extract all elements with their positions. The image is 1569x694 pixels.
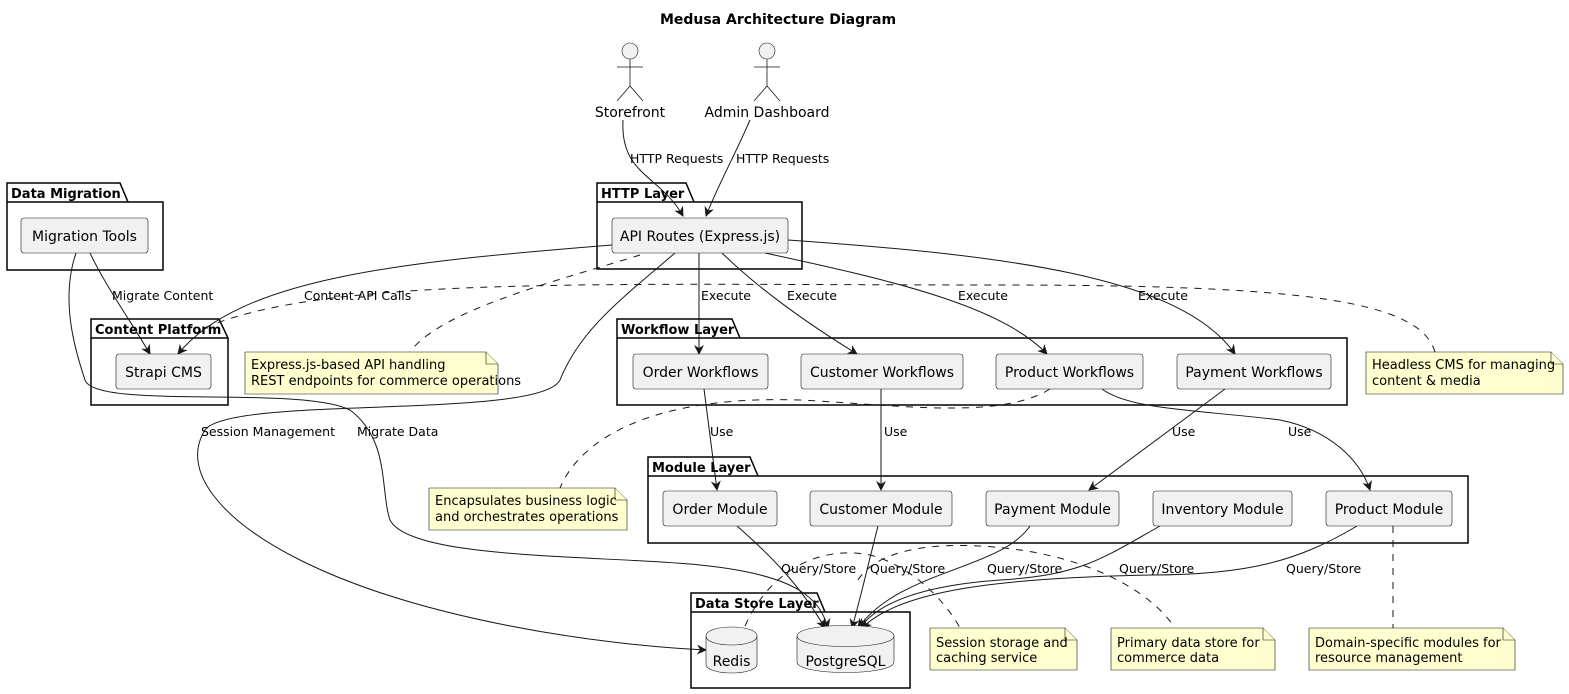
svg-text:Redis: Redis xyxy=(713,654,751,670)
svg-text:Payment Workflows: Payment Workflows xyxy=(1185,365,1322,381)
node-product-workflows: Product Workflows xyxy=(995,353,1144,390)
database-redis: Redis xyxy=(705,626,758,674)
edge-migration-postgres xyxy=(68,252,831,629)
package-label: HTTP Layer xyxy=(601,187,685,202)
svg-text:REST endpoints for commerce op: REST endpoints for commerce operations xyxy=(251,374,521,389)
svg-text:Strapi CMS: Strapi CMS xyxy=(125,365,202,381)
diagram-title: Medusa Architecture Diagram xyxy=(660,12,896,28)
actor-storefront: Storefront xyxy=(595,42,666,121)
edge-api-payment-workflows xyxy=(787,239,1236,355)
edge-admin-api xyxy=(704,119,751,217)
package-label: Workflow Layer xyxy=(621,323,735,338)
edge-label: Use xyxy=(884,424,908,439)
svg-text:Order Module: Order Module xyxy=(672,502,767,518)
edge-label: Execute xyxy=(958,288,1008,303)
edge-payment-mod-pg xyxy=(857,525,1031,629)
package-label: Data Migration xyxy=(11,187,121,202)
note-redis: Session storage and caching service xyxy=(929,627,1078,671)
node-api-routes: API Routes (Express.js) xyxy=(611,217,789,254)
database-postgresql: PostgreSQL xyxy=(796,625,895,673)
edge-label: Use xyxy=(1172,424,1196,439)
svg-text:commerce data: commerce data xyxy=(1117,651,1219,666)
svg-text:API Routes (Express.js): API Routes (Express.js) xyxy=(620,229,780,245)
svg-text:Domain-specific modules for: Domain-specific modules for xyxy=(1315,636,1502,651)
package-workflow-layer: Workflow Layer xyxy=(616,318,1348,406)
svg-text:resource management: resource management xyxy=(1315,651,1462,666)
edge-label: Session Management xyxy=(201,424,335,439)
svg-text:Headless CMS for managing: Headless CMS for managing xyxy=(1372,358,1555,373)
node-migration-tools: Migration Tools xyxy=(20,217,149,254)
svg-text:content & media: content & media xyxy=(1372,374,1481,389)
node-customer-module: Customer Module xyxy=(809,490,953,527)
node-strapi-cms: Strapi CMS xyxy=(115,353,212,390)
edge-label: Use xyxy=(710,424,734,439)
edge-order-wf-order-mod xyxy=(703,388,721,491)
svg-text:Express.js-based API handling: Express.js-based API handling xyxy=(251,358,445,373)
svg-text:Customer Workflows: Customer Workflows xyxy=(810,365,954,381)
svg-text:Product Workflows: Product Workflows xyxy=(1005,365,1134,381)
edge-label: Migrate Data xyxy=(357,424,438,439)
package-label: Data Store Layer xyxy=(695,597,819,612)
edge-label: Query/Store xyxy=(1119,561,1195,576)
edge-label: Use xyxy=(1288,424,1312,439)
svg-text:Order Workflows: Order Workflows xyxy=(643,365,759,381)
edge-label: Query/Store xyxy=(781,561,857,576)
edge-label: Query/Store xyxy=(870,561,946,576)
svg-text:and orchestrates operations: and orchestrates operations xyxy=(435,510,619,525)
node-payment-module: Payment Module xyxy=(985,490,1120,527)
node-customer-workflows: Customer Workflows xyxy=(800,353,964,390)
note-modules: Domain-specific modules for resource man… xyxy=(1308,627,1516,671)
edge-product-wf-product-mod xyxy=(1101,388,1372,491)
node-order-module: Order Module xyxy=(662,490,778,527)
actor-label: Admin Dashboard xyxy=(704,105,829,121)
svg-text:Customer Module: Customer Module xyxy=(819,502,942,518)
edge-label: Execute xyxy=(701,288,751,303)
edge-label: HTTP Requests xyxy=(736,151,829,166)
edge-label: Query/Store xyxy=(1286,561,1362,576)
node-order-workflows: Order Workflows xyxy=(632,353,769,390)
note-connectors xyxy=(199,254,1436,629)
edge-payment-wf-payment-mod xyxy=(1088,388,1226,491)
edge-label: Content API Calls xyxy=(304,288,411,303)
edge-inventory-mod-pg xyxy=(859,525,1161,629)
package-label: Content Platform xyxy=(95,323,221,338)
note-express: Express.js-based API handling REST endpo… xyxy=(244,351,521,395)
edge-customer-mod-pg xyxy=(849,525,879,629)
edge-api-redis xyxy=(197,252,707,655)
edge-labels: HTTP Requests HTTP Requests Migrate Cont… xyxy=(112,151,1362,576)
edge-label: Migrate Content xyxy=(112,288,213,303)
svg-text:Product Module: Product Module xyxy=(1335,502,1444,518)
svg-text:Session storage and: Session storage and xyxy=(936,636,1068,651)
note-workflows: Encapsulates business logic and orchestr… xyxy=(428,487,628,531)
svg-text:Payment Module: Payment Module xyxy=(994,502,1111,518)
edges xyxy=(68,119,1372,655)
note-headless-cms: Headless CMS for managing content & medi… xyxy=(1365,351,1564,395)
node-payment-workflows: Payment Workflows xyxy=(1176,353,1332,390)
package-label: Module Layer xyxy=(652,461,751,476)
edge-migration-strapi xyxy=(89,252,151,355)
actor-label: Storefront xyxy=(595,105,666,121)
note-postgres: Primary data store for commerce data xyxy=(1110,627,1276,671)
svg-text:Encapsulates business logic: Encapsulates business logic xyxy=(435,494,617,509)
edge-storefront-api xyxy=(622,119,684,217)
edge-label: Execute xyxy=(1138,288,1188,303)
node-inventory-module: Inventory Module xyxy=(1152,490,1293,527)
svg-text:Migration Tools: Migration Tools xyxy=(32,229,137,245)
edge-label: HTTP Requests xyxy=(630,151,723,166)
edge-product-mod-pg xyxy=(861,525,1358,629)
svg-text:caching service: caching service xyxy=(936,651,1037,666)
svg-text:Inventory Module: Inventory Module xyxy=(1161,502,1283,518)
edge-api-product-workflows xyxy=(764,252,1048,355)
node-product-module: Product Module xyxy=(1325,490,1453,527)
edge-label: Query/Store xyxy=(987,561,1063,576)
edge-order-mod-pg xyxy=(736,525,826,629)
svg-text:Primary data store for: Primary data store for xyxy=(1117,636,1260,651)
actor-admin-dashboard: Admin Dashboard xyxy=(704,42,830,121)
edge-label: Execute xyxy=(787,288,837,303)
edge-api-customer-workflows xyxy=(721,252,858,355)
svg-text:PostgreSQL: PostgreSQL xyxy=(806,654,886,670)
